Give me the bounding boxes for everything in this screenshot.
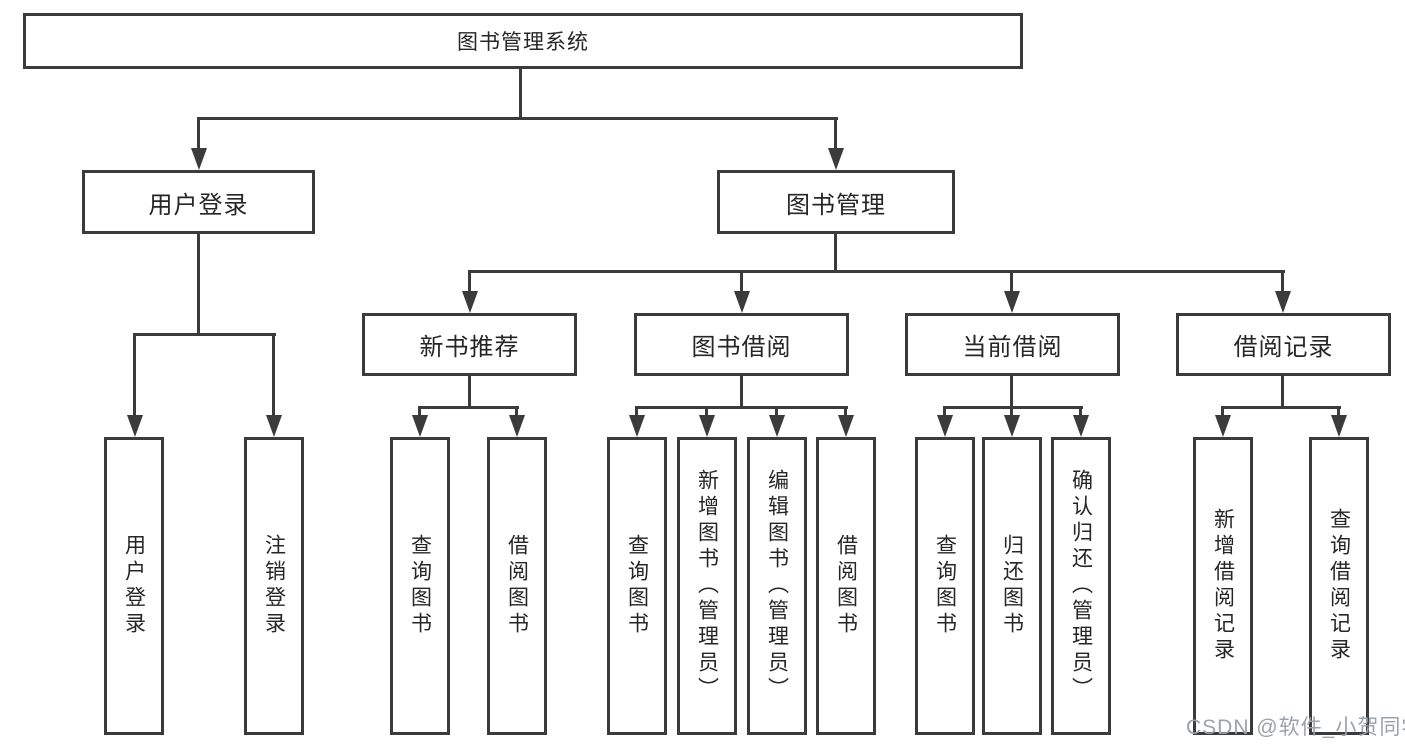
leaf-query-books-recommend-label: 查询图书 (408, 534, 432, 638)
leaf-confirm-return-admin-label: 确认归还（管理员） (1069, 469, 1093, 703)
node-user-login-label: 用户登录 (148, 191, 249, 219)
leaf-query-books-borrow: 查询图书 (607, 437, 667, 735)
leaf-logout-label: 注销登录 (262, 534, 286, 638)
connector-drop-leaf (1337, 406, 1340, 417)
leaf-add-books-admin: 新增图书（管理员） (677, 437, 737, 735)
leaf-logout: 注销登录 (244, 437, 304, 735)
leaf-query-books-borrow-label: 查询图书 (625, 534, 649, 638)
leaf-add-books-admin-label: 新增图书（管理员） (695, 469, 719, 703)
leaf-return-books: 归还图书 (982, 437, 1042, 735)
arrow-down-icon (412, 415, 428, 437)
leaf-add-borrow-record: 新增借阅记录 (1193, 437, 1253, 735)
connector-g3-stem (740, 375, 743, 408)
arrow-down-icon (266, 415, 282, 437)
leaf-user-login-label: 用户登录 (122, 534, 146, 638)
arrow-down-icon (1073, 415, 1089, 437)
node-current-borrow: 当前借阅 (905, 313, 1120, 376)
connector-drop-leaf (133, 333, 136, 417)
watermark-text: CSDN @软件_小贺同学 (1186, 716, 1405, 739)
leaf-return-books-label: 归还图书 (1000, 534, 1024, 638)
connector-g5-stem (1281, 375, 1284, 408)
arrow-down-icon (462, 291, 478, 313)
connector-drop-leaf (775, 406, 778, 417)
connector-g4-rail (943, 406, 1083, 409)
connector-root-rail (198, 117, 838, 120)
arrow-down-icon (828, 148, 844, 170)
connector-bookmgmt-rail (468, 270, 1285, 273)
connector-drop-user-login (197, 117, 200, 149)
arrow-down-icon (937, 415, 953, 437)
connector-g2-rail (418, 406, 519, 409)
leaf-query-borrow-record: 查询借阅记录 (1309, 437, 1369, 735)
node-borrow-record-label: 借阅记录 (1233, 334, 1334, 361)
connector-drop-leaf (1221, 406, 1224, 417)
connector-g4-stem (1010, 374, 1013, 408)
leaf-query-books-recommend: 查询图书 (390, 437, 450, 735)
connector-g5-rail (1221, 406, 1341, 409)
arrow-down-icon (1331, 415, 1347, 437)
arrow-down-icon (769, 415, 785, 437)
leaf-borrow-books-recommend-label: 借阅图书 (505, 534, 529, 638)
connector-bookmgmt-stem (834, 233, 837, 272)
connector-drop-level3 (1010, 272, 1013, 293)
connector-g2-stem (468, 375, 471, 408)
node-book-borrow-label: 图书借阅 (691, 334, 792, 361)
arrow-down-icon (699, 415, 715, 437)
leaf-query-books-current: 查询图书 (915, 437, 975, 735)
leaf-query-books-current-label: 查询图书 (933, 534, 957, 638)
leaf-borrow-books: 借阅图书 (816, 437, 876, 735)
node-user-login: 用户登录 (82, 170, 315, 234)
connector-userlogin-stem (197, 233, 200, 335)
connector-drop-level3 (1281, 272, 1284, 293)
arrow-down-icon (838, 415, 854, 437)
connector-drop-leaf (943, 406, 946, 417)
leaf-borrow-books-label: 借阅图书 (834, 534, 858, 638)
node-root: 图书管理系统 (23, 13, 1023, 69)
arrow-down-icon (734, 291, 750, 313)
leaf-edit-books-admin-label: 编辑图书（管理员） (765, 469, 789, 703)
connector-drop-leaf (515, 406, 518, 417)
leaf-user-login: 用户登录 (104, 437, 164, 735)
arrow-down-icon (509, 415, 525, 437)
connector-g3-rail (635, 406, 848, 409)
connector-drop-leaf (418, 406, 421, 417)
leaf-add-borrow-record-label: 新增借阅记录 (1211, 508, 1235, 664)
connector-userlogin-rail (133, 333, 276, 336)
node-book-management-label: 图书管理 (786, 191, 886, 219)
node-borrow-record: 借阅记录 (1176, 313, 1391, 376)
connector-drop-leaf (705, 406, 708, 417)
arrow-down-icon (1004, 415, 1020, 437)
arrow-down-icon (1215, 415, 1231, 437)
connector-drop-level3 (468, 272, 471, 293)
leaf-edit-books-admin: 编辑图书（管理员） (747, 437, 807, 735)
arrow-down-icon (191, 148, 207, 170)
connector-drop-leaf (272, 333, 275, 417)
arrow-down-icon (629, 415, 645, 437)
node-new-book-recommend: 新书推荐 (362, 313, 577, 376)
leaf-borrow-books-recommend: 借阅图书 (487, 437, 547, 735)
arrow-down-icon (127, 415, 143, 437)
node-current-borrow-label: 当前借阅 (962, 334, 1063, 361)
node-book-borrow: 图书借阅 (634, 313, 849, 376)
connector-drop-leaf (844, 406, 847, 417)
connector-drop-leaf (635, 406, 638, 417)
leaf-confirm-return-admin: 确认归还（管理员） (1051, 437, 1111, 735)
leaf-query-borrow-record-label: 查询借阅记录 (1327, 508, 1351, 664)
arrow-down-icon (1275, 291, 1291, 313)
node-book-management: 图书管理 (717, 170, 955, 234)
connector-root-stem (519, 69, 522, 119)
connector-drop-book-mgmt (834, 117, 837, 149)
connector-drop-leaf (1010, 406, 1013, 417)
node-new-book-recommend-label: 新书推荐 (419, 334, 520, 361)
node-root-label: 图书管理系统 (457, 31, 589, 54)
arrow-down-icon (1004, 291, 1020, 313)
connector-drop-level3 (740, 272, 743, 293)
connector-drop-leaf (1079, 406, 1082, 417)
